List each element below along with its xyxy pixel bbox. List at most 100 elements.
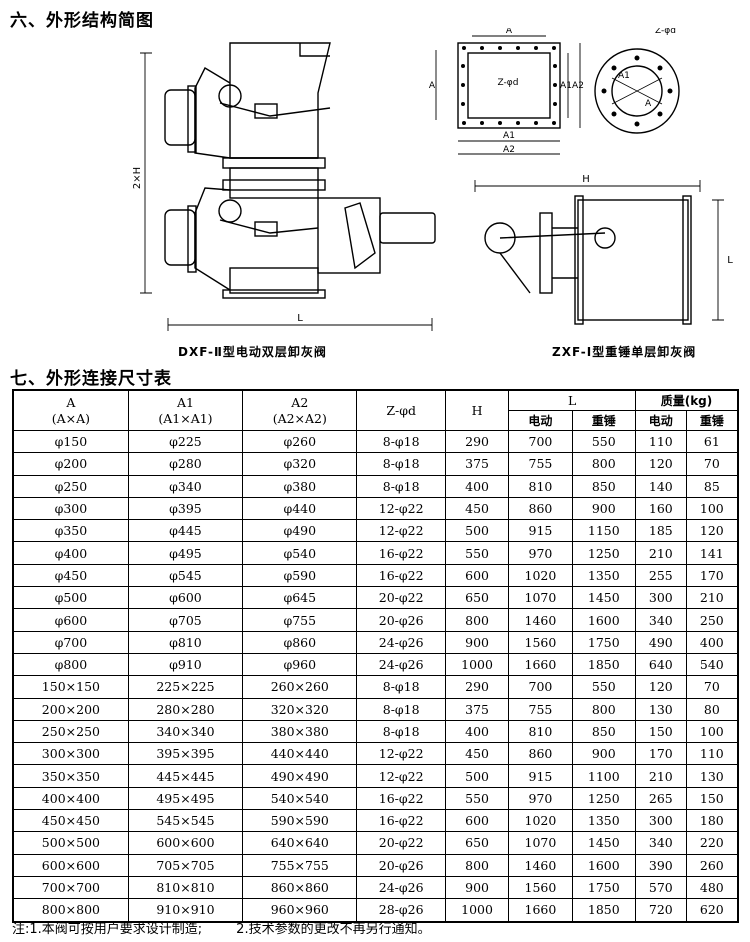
table-cell: 70 xyxy=(685,452,739,476)
table-cell: 850 xyxy=(571,474,636,498)
table-cell: 1750 xyxy=(571,875,636,900)
table-cell: φ800 xyxy=(12,652,129,677)
table-cell: 250×250 xyxy=(12,719,129,744)
table-cell: 20-φ26 xyxy=(356,608,446,632)
table-cell: 290 xyxy=(444,675,510,699)
table-cell: 170 xyxy=(634,742,687,766)
table-cell: 16-φ22 xyxy=(356,786,446,811)
table-cell: φ960 xyxy=(242,652,358,677)
table-cell: 120 xyxy=(634,675,687,699)
table-cell: 1660 xyxy=(508,652,573,677)
table-cell: 550 xyxy=(571,429,636,454)
table-cell: 1350 xyxy=(571,563,636,588)
table-cell: 20-φ22 xyxy=(356,586,446,610)
table-cell: 1460 xyxy=(508,853,573,877)
table-cell: 280×280 xyxy=(127,697,244,721)
table-cell: 140 xyxy=(634,474,687,498)
table-cell: 185 xyxy=(634,519,687,543)
table-cell: 16-φ22 xyxy=(356,809,446,833)
table-cell: 915 xyxy=(508,519,573,543)
round-a1-label: A1 xyxy=(618,71,630,81)
table-cell: 550 xyxy=(444,541,510,565)
table-cell: 8-φ18 xyxy=(356,474,446,498)
table-cell: φ500 xyxy=(12,586,129,610)
table-cell: 720 xyxy=(634,898,687,923)
table-cell: φ910 xyxy=(127,652,244,677)
table-cell: φ320 xyxy=(242,452,358,476)
table-cell: 800 xyxy=(444,853,510,877)
table-cell: 1070 xyxy=(508,586,573,610)
table-cell: 20-φ22 xyxy=(356,831,446,855)
header-l: L xyxy=(508,389,636,411)
table-cell: 860 xyxy=(508,496,573,521)
table-cell: 1250 xyxy=(571,541,636,565)
table-cell: 210 xyxy=(634,764,687,788)
table-cell: 8-φ18 xyxy=(356,429,446,454)
table-cell: 12-φ22 xyxy=(356,496,446,521)
table-cell: φ490 xyxy=(242,519,358,543)
table-cell: φ300 xyxy=(12,496,129,521)
table-cell: φ350 xyxy=(12,519,129,543)
table-cell: 250 xyxy=(685,608,739,632)
table-cell: φ395 xyxy=(127,496,244,521)
table-cell: 130 xyxy=(685,764,739,788)
table-cell: 970 xyxy=(508,541,573,565)
table-cell: 61 xyxy=(685,429,739,454)
table-cell: 1020 xyxy=(508,809,573,833)
header-mass-electric: 电动 xyxy=(634,410,687,431)
table-cell: 440×440 xyxy=(242,742,358,766)
table-cell: φ600 xyxy=(12,608,129,632)
table-cell: 860×860 xyxy=(242,875,358,900)
table-cell: 300 xyxy=(634,809,687,833)
table-cell: 80 xyxy=(685,697,739,721)
table-cell: φ600 xyxy=(127,586,244,610)
table-cell: 340 xyxy=(634,608,687,632)
table-cell: 500×500 xyxy=(12,831,129,855)
table-cell: 300×300 xyxy=(12,742,129,766)
table-cell: 1450 xyxy=(571,831,636,855)
table-cell: 200×200 xyxy=(12,697,129,721)
table-cell: 300 xyxy=(634,586,687,610)
table-cell: 545×545 xyxy=(127,809,244,833)
table-cell: 550 xyxy=(571,675,636,699)
table-cell: 1100 xyxy=(571,764,636,788)
header-a2: A2(A2×A2) xyxy=(242,389,358,431)
table-cell: 1850 xyxy=(571,652,636,677)
footnote: 注:1.本阀可按用户要求设计制造;2.技术参数的更改不再另行通知。 xyxy=(12,918,465,937)
zxf-dim-l-label: L xyxy=(727,255,733,266)
table-cell: 810 xyxy=(508,474,573,498)
table-cell: φ450 xyxy=(12,563,129,588)
table-cell: φ590 xyxy=(242,563,358,588)
table-cell: 170 xyxy=(685,563,739,588)
table-cell: 620 xyxy=(685,898,739,923)
table-cell: 85 xyxy=(685,474,739,498)
table-cell: φ445 xyxy=(127,519,244,543)
round-a-label: A xyxy=(645,99,652,109)
table-cell: φ340 xyxy=(127,474,244,498)
header-mass-hammer: 重锤 xyxy=(685,410,739,431)
table-cell: 24-φ26 xyxy=(356,630,446,654)
table-cell: 375 xyxy=(444,697,510,721)
table-cell: 1000 xyxy=(444,652,510,677)
table-cell: 960×960 xyxy=(242,898,358,923)
table-cell: 400 xyxy=(444,474,510,498)
table-cell: φ540 xyxy=(242,541,358,565)
table-cell: 570 xyxy=(634,875,687,900)
table-cell: φ280 xyxy=(127,452,244,476)
table-cell: 445×445 xyxy=(127,764,244,788)
dim-l-label: L xyxy=(297,313,303,324)
table-cell: 1000 xyxy=(444,898,510,923)
table-cell: 150 xyxy=(685,786,739,811)
header-z: Z-φd xyxy=(356,389,446,431)
table-cell: 390 xyxy=(634,853,687,877)
table-cell: 375 xyxy=(444,452,510,476)
